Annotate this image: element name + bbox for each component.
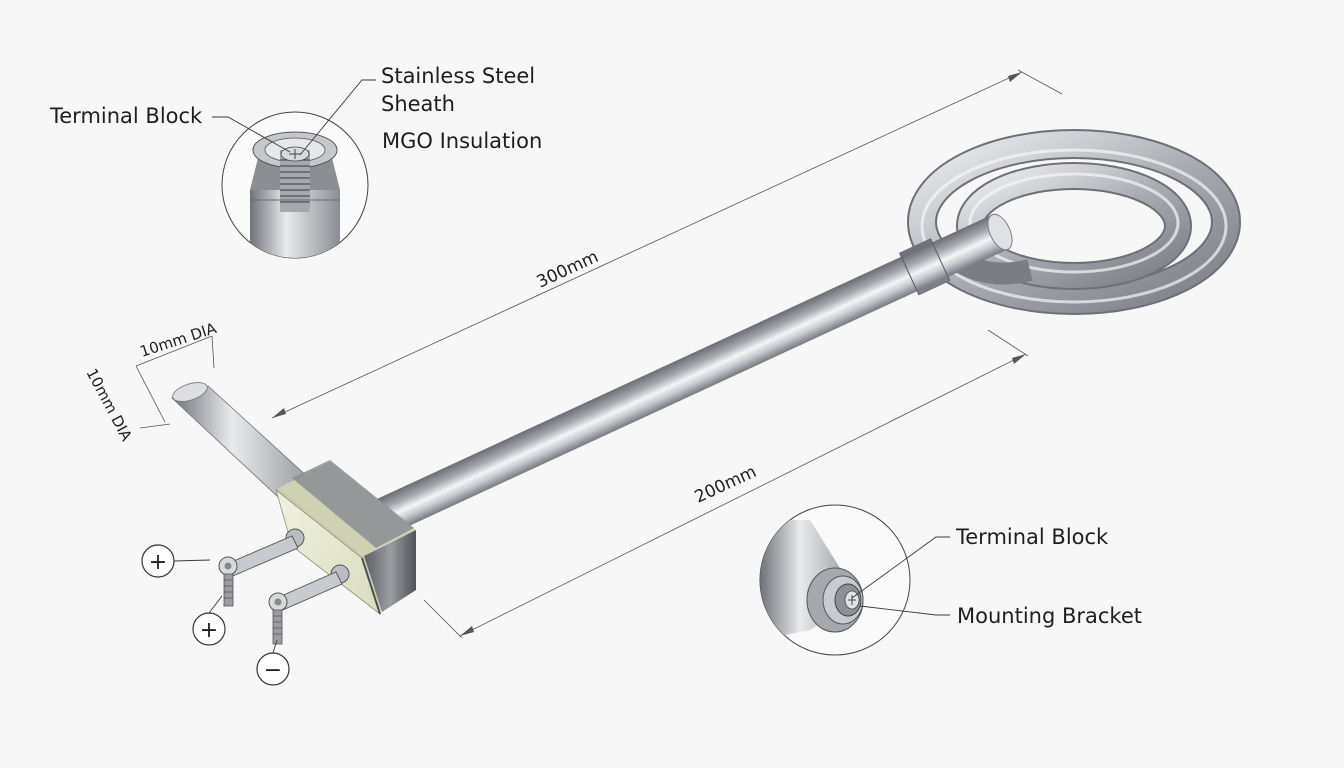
heating-tube <box>338 213 1013 552</box>
svg-text:MGO Insulation: MGO Insulation <box>382 129 542 153</box>
label-mgo-insulation: MGO Insulation <box>382 129 542 153</box>
svg-text:Sheath: Sheath <box>381 92 455 116</box>
detail-callout-bottom <box>759 504 911 656</box>
terminal-pin-positive[interactable] <box>218 528 305 607</box>
label-terminal-block-top: Terminal Block <box>49 104 291 153</box>
svg-text:−: − <box>264 658 282 683</box>
svg-text:Terminal Block: Terminal Block <box>49 104 203 128</box>
svg-text:+: + <box>149 550 167 575</box>
polarity-positive-1: + <box>141 544 211 578</box>
diameter-label-2: 10mm DIA <box>82 365 135 444</box>
heating-coil <box>907 129 1241 315</box>
polarity-positive-2: + <box>192 595 226 646</box>
diameter-label-1: 10mm DIA <box>138 319 220 361</box>
label-terminal-block-bottom: Terminal Block <box>851 525 1109 599</box>
dimension-300mm-label: 300mm <box>534 247 602 293</box>
svg-text:Terminal Block: Terminal Block <box>955 525 1109 549</box>
terminal-pin-negative[interactable] <box>268 564 350 645</box>
polarity-negative: − <box>256 639 290 686</box>
dimension-diameter: 10mm DIA 10mm DIA <box>82 319 219 445</box>
label-stainless-steel-sheath: Stainless Steel Sheath <box>299 64 535 156</box>
svg-text:Stainless Steel: Stainless Steel <box>381 64 535 88</box>
svg-text:+: + <box>200 618 218 643</box>
detail-callout-top <box>221 111 369 259</box>
terminal-block <box>275 460 416 616</box>
svg-text:Mounting Bracket: Mounting Bracket <box>957 604 1142 628</box>
dimension-200mm-label: 200mm <box>692 462 760 508</box>
label-mounting-bracket: Mounting Bracket <box>859 604 1142 628</box>
